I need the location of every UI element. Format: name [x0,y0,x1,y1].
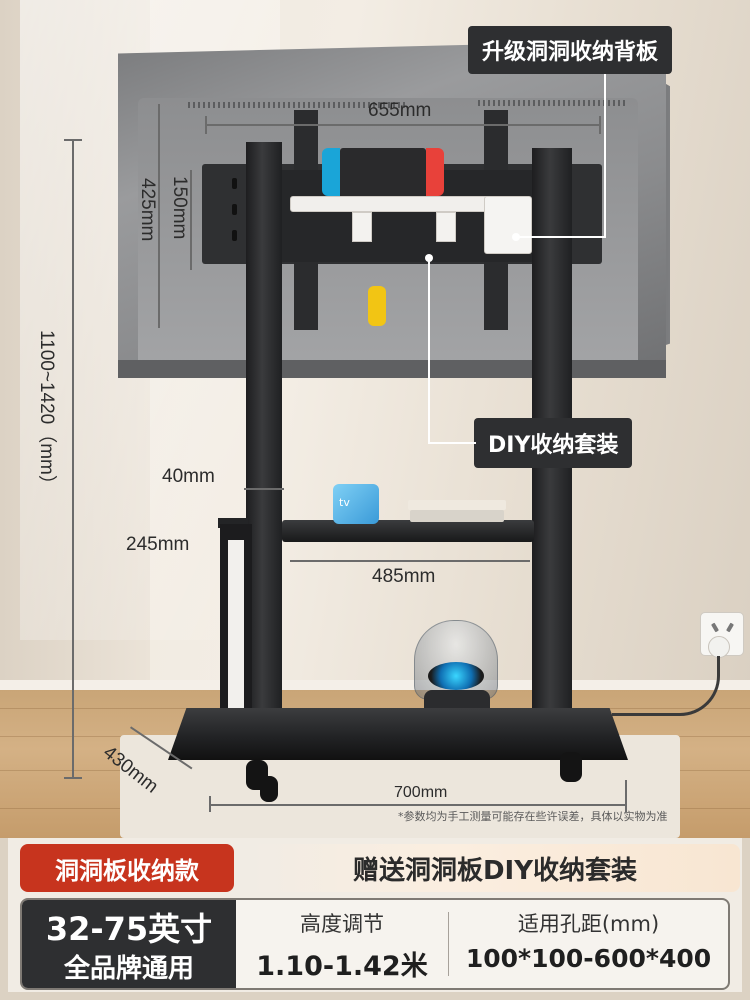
dim-total-height: 1100~1420（mm） [36,330,57,494]
dim-line-total [72,140,74,778]
dim-line-425 [158,104,160,328]
callout-diy-kit: DIY收纳套装 [474,418,633,468]
dim-425: 425mm [137,178,158,242]
hook-right [436,212,456,242]
callout-backboard: 升级洞洞收纳背板 [468,26,673,74]
media-player: tv [333,484,379,524]
spec-panel: 洞洞板收纳款 赠送洞洞板DIY收纳套装 32-75英寸 全品牌通用 高度调节 1… [0,838,750,1000]
column-left [246,142,282,722]
game-console [340,148,426,196]
measurement-note: *参数均为手工测量可能存在些许误差，具体以实物为准 [398,810,668,823]
dim-700: 700mm [394,784,448,801]
media-shelf [282,520,534,542]
dim-245: 245mm [126,534,190,555]
vesa-value: 100*100-600*400 [465,944,712,973]
spec-vesa: 适用孔距(mm) 100*100-600*400 [449,900,728,988]
promo-banner: 赠送洞洞板DIY收纳套装 [250,844,740,892]
caster-back [260,776,278,802]
variant-tag: 洞洞板收纳款 [20,844,234,892]
joycon-blue [322,148,340,196]
dim-40: 40mm [162,466,215,487]
screen-size: 32-75英寸 [45,910,213,948]
dim-line-655 [206,124,600,126]
dim-150: 150mm [169,176,190,240]
storage-shelf [290,196,490,212]
vesa-label: 适用孔距(mm) [517,912,660,936]
dim-line-150 [190,170,192,270]
height-value: 1.10-1.42米 [256,951,428,982]
caster-right [560,752,582,782]
dim-655: 655mm [368,100,432,121]
product-scene: tv 655mm 150mm 425mm 1100~1420（mm） 40mm … [0,0,750,838]
shelf-bracket-left [218,518,248,528]
spec-divider [448,912,449,976]
size-compat-block: 32-75英寸 全品牌通用 [22,900,236,988]
stand-base [168,708,628,760]
storage-box [484,196,532,254]
apple-icon: tv [339,496,350,509]
plug [708,636,730,658]
spec-height: 高度调节 1.10-1.42米 [236,900,448,988]
height-label: 高度调节 [300,912,384,936]
joycon-red [426,148,444,196]
speaker-light [428,662,484,690]
book-stack [408,500,506,510]
brand-compat: 全品牌通用 [63,954,194,984]
joycon-yellow [368,286,386,326]
dim-485: 485mm [372,566,436,587]
hook-left [352,212,372,242]
power-cable [612,656,720,716]
